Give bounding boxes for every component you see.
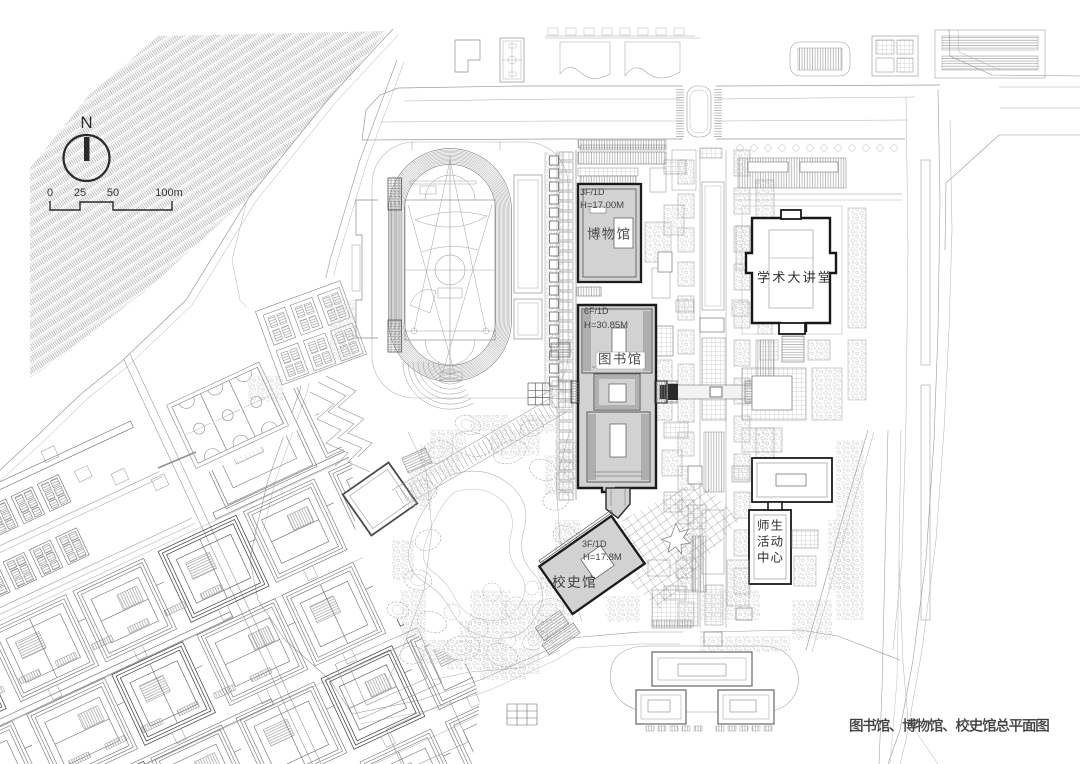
svg-text:100m: 100m [155, 187, 183, 199]
svg-text:0: 0 [47, 187, 53, 199]
svg-text:50: 50 [107, 187, 119, 199]
svg-text:N: N [80, 113, 92, 132]
svg-text:3F/1D: 3F/1D [580, 187, 605, 197]
svg-text:H=17.8M: H=17.8M [583, 552, 622, 563]
svg-text:H=30.85M: H=30.85M [584, 320, 628, 331]
svg-text:6F/1D: 6F/1D [584, 306, 609, 316]
svg-text:25: 25 [74, 187, 86, 199]
svg-text:3F/1D: 3F/1D [582, 539, 607, 549]
svg-text:H=17.00M: H=17.00M [580, 200, 624, 211]
